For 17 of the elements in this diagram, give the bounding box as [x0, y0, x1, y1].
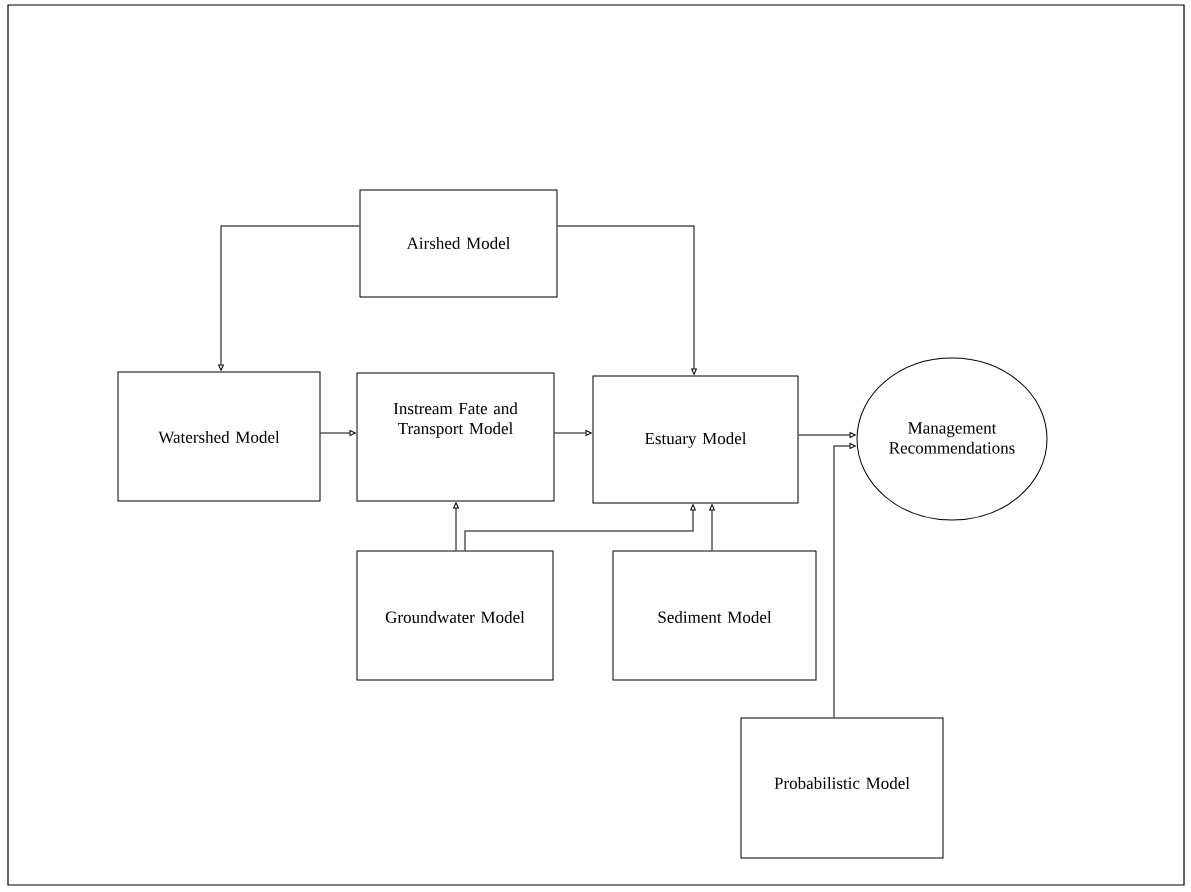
arrow [709, 504, 715, 551]
arrow [554, 430, 592, 436]
model-box: Sediment Model [612, 550, 817, 681]
arrow [453, 502, 459, 551]
arrow [320, 430, 356, 436]
model-box: Airshed Model [359, 189, 558, 298]
model-box: Groundwater Model [356, 550, 554, 681]
oval: Management Recommendations [856, 357, 1048, 521]
model-box: Estuary Model [592, 375, 799, 504]
model-box: Instream Fate and Transport Model [356, 372, 555, 502]
arrow [218, 225, 360, 371]
arrow [464, 504, 696, 551]
arrow [557, 225, 697, 375]
arrow [833, 443, 856, 718]
arrow [798, 432, 856, 438]
model-box: Watershed Model [117, 371, 321, 502]
model-box: Probabilistic Model [740, 717, 944, 859]
